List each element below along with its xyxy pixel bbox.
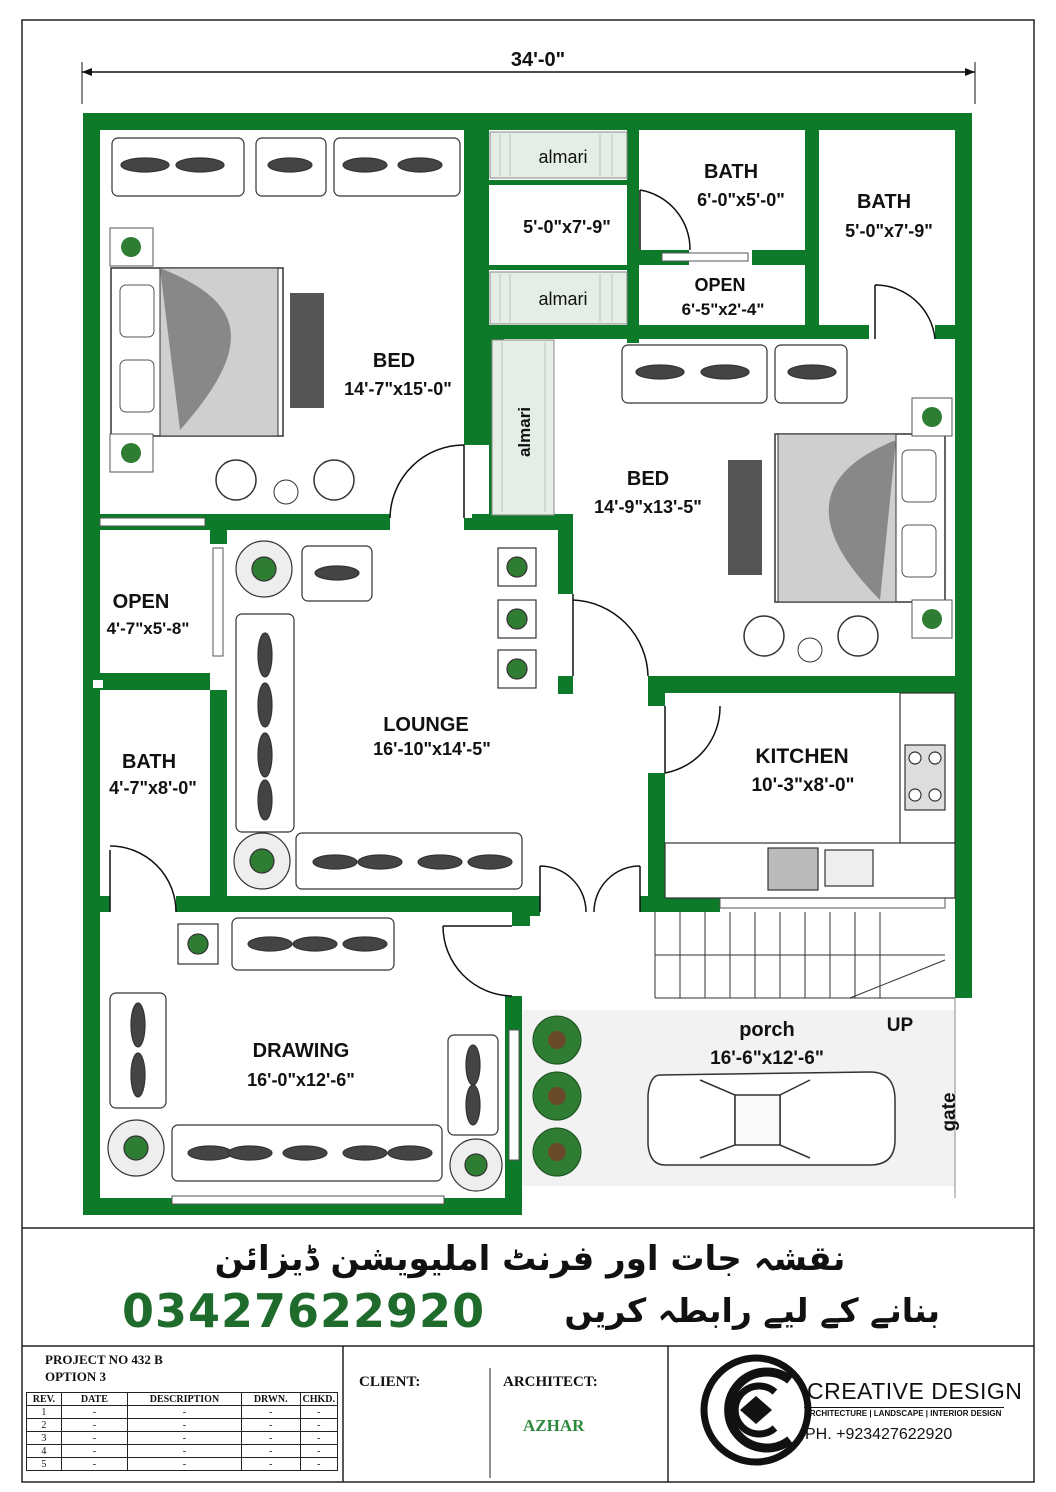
table-row: 2---- xyxy=(26,1418,338,1432)
stairs-up-label: UP xyxy=(887,1015,914,1036)
table-row: 4---- xyxy=(26,1444,338,1458)
kitchen-name: KITCHEN xyxy=(755,745,848,768)
table-row: 3---- xyxy=(26,1431,338,1445)
company-tagline: ARCHITECTURE | LANDSCAPE | INTERIOR DESI… xyxy=(804,1407,1004,1418)
bed1-size: 14'-7"x15'-0" xyxy=(344,379,452,399)
dress-size: 5'-0"x7'-9" xyxy=(523,217,611,237)
bed1-bed xyxy=(109,227,355,505)
client-label: CLIENT: xyxy=(359,1374,421,1390)
kitchen-fixtures xyxy=(664,692,956,899)
bath-left-size: 4'-7"x8'-0" xyxy=(109,778,197,798)
walls xyxy=(83,113,972,1215)
sheet-border xyxy=(21,19,1035,1483)
revision-header-row: REV. DATE DESCRIPTION DRWN. CHKD. xyxy=(26,1392,338,1406)
contact-phone: 03427622920 xyxy=(122,1284,486,1338)
open-left-name: OPEN xyxy=(113,591,170,613)
rev-col: REV. xyxy=(26,1392,62,1406)
staircase xyxy=(654,912,955,999)
car-icon xyxy=(647,1071,896,1166)
almari-units xyxy=(489,131,628,516)
bed2-size: 14'-9"x13'-5" xyxy=(594,497,702,517)
project-option: OPTION 3 xyxy=(45,1369,107,1384)
creative-design-logo-icon xyxy=(700,1354,812,1466)
lounge-furniture xyxy=(233,540,537,890)
revision-table: REV. DATE DESCRIPTION DRWN. CHKD. 1---- … xyxy=(26,1392,338,1471)
bed2-name: BED xyxy=(627,468,669,490)
date-col: DATE xyxy=(60,1392,128,1406)
almari-bottom-label: almari xyxy=(538,289,587,309)
room-labels: BED 14'-7"x15'-0" almari 5'-0"x7'-9" alm… xyxy=(107,147,960,1132)
kitchen-size: 10'-3"x8'-0" xyxy=(751,775,854,796)
title-block-frame xyxy=(22,1227,1034,1482)
architect-name: AZHAR xyxy=(523,1416,585,1435)
bed1-name: BED xyxy=(373,350,415,372)
urdu-line-1: نقشہ جات اور فرنٹ املیویشن ڈیزائن xyxy=(214,1239,846,1279)
porch-area xyxy=(522,998,956,1198)
table-row: 1---- xyxy=(26,1405,338,1419)
project-number: PROJECT NO 432 B xyxy=(45,1352,163,1367)
open-left-size: 4'-7"x5'-8" xyxy=(107,619,190,638)
bed2-bed xyxy=(728,397,953,663)
company-phone: PH. +923427622920 xyxy=(805,1426,953,1443)
lounge-size: 16'-10"x14'-5" xyxy=(373,739,491,759)
open-top-size: 6'-5"x2'-4" xyxy=(682,300,765,319)
open-top-name: OPEN xyxy=(694,275,745,295)
doors xyxy=(109,189,936,997)
gate-label: gate xyxy=(939,1092,960,1131)
bath-top2-name: BATH xyxy=(857,191,911,213)
urdu-line-2: بنانے کے لیے رابطہ کریں xyxy=(564,1291,940,1330)
bed1-sofas xyxy=(111,137,461,197)
width-dimension: 34'-0" xyxy=(511,49,565,71)
drawn-col: DRWN. xyxy=(240,1392,301,1406)
checked-col: CHKD. xyxy=(299,1392,338,1406)
porch-size: 16'-6"x12'-6" xyxy=(710,1048,824,1069)
bath-top1-size: 6'-0"x5'-0" xyxy=(697,190,785,210)
almari-side-label: almari xyxy=(515,407,534,457)
almari-top-label: almari xyxy=(538,147,587,167)
company-name: CREATIVE DESIGN xyxy=(807,1378,1023,1404)
bath-top1-name: BATH xyxy=(704,161,758,183)
description-col: DESCRIPTION xyxy=(126,1392,242,1406)
bath-left-name: BATH xyxy=(122,751,176,773)
table-row: 5---- xyxy=(26,1457,338,1471)
bath-top2-size: 5'-0"x7'-9" xyxy=(845,221,933,241)
drawing-size: 16'-0"x12'-6" xyxy=(247,1070,355,1090)
architect-label: ARCHITECT: xyxy=(503,1374,598,1390)
lounge-name: LOUNGE xyxy=(383,714,469,736)
drawing-furniture xyxy=(107,917,503,1192)
drawing-name: DRAWING xyxy=(253,1040,350,1062)
dimension-line: 34'-0" xyxy=(81,49,976,104)
bed2-sofas xyxy=(621,344,848,404)
porch-name: porch xyxy=(739,1019,795,1041)
